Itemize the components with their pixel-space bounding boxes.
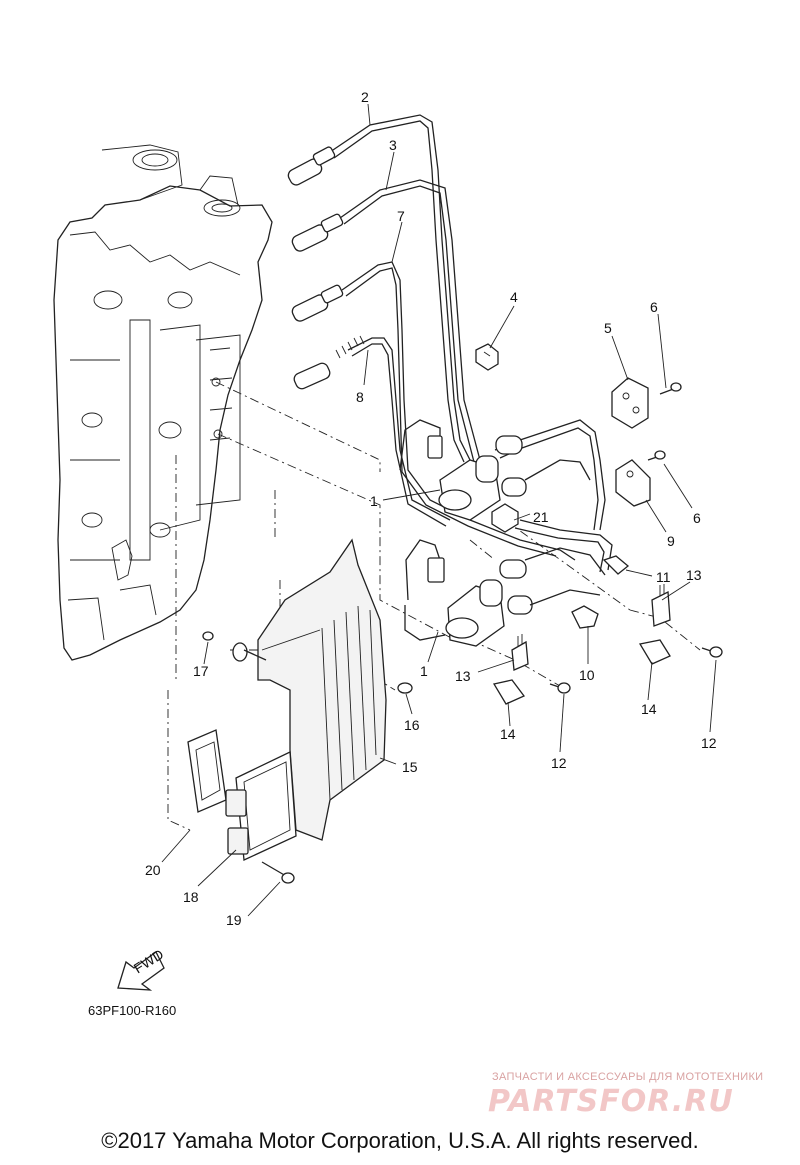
ecu-cover: [202, 538, 413, 841]
callout-14a: 14: [641, 701, 657, 717]
callout-14b: 14: [500, 726, 516, 742]
ignition-coils: [399, 419, 613, 647]
engine-block-drawing: [53, 144, 273, 661]
callout-5: 5: [604, 320, 612, 336]
callout-9: 9: [667, 533, 675, 549]
watermark-logo: PARTSFOR.RU: [488, 1084, 734, 1119]
callout-6a: 6: [650, 299, 658, 315]
callout-1a: 1: [370, 493, 378, 509]
fwd-arrow-icon: FWD: [117, 946, 166, 991]
callout-15: 15: [402, 759, 418, 775]
callout-11: 11: [656, 569, 671, 585]
small-parts: [475, 343, 723, 705]
callout-18: 18: [183, 889, 199, 905]
watermark-tagline: ЗАПЧАСТИ И АКСЕССУАРЫ ДЛЯ МОТОТЕХНИКИ: [492, 1071, 764, 1083]
high-tension-cords: [287, 114, 576, 561]
leader-lines: [161, 103, 717, 917]
callout-10: 10: [579, 667, 595, 683]
callout-16: 16: [404, 717, 420, 733]
callout-17: 17: [193, 663, 209, 679]
callout-1b: 1: [420, 663, 428, 679]
callout-7: 7: [397, 208, 405, 224]
callout-8: 8: [356, 389, 364, 405]
ecu-unit: [187, 729, 297, 884]
diagram-reference-code: 63PF100-R160: [88, 1003, 177, 1018]
callout-13a: 13: [686, 567, 702, 583]
callout-numbers: 1 1 2 3 4 5 6 6 7 8 9 10 11 12 12 13 13 …: [145, 89, 717, 928]
callout-21: 21: [533, 509, 549, 525]
callout-20: 20: [145, 862, 161, 878]
callout-12b: 12: [551, 755, 567, 771]
callout-2: 2: [361, 89, 369, 105]
callout-3: 3: [389, 137, 397, 153]
callout-13b: 13: [455, 668, 471, 684]
callout-4: 4: [510, 289, 518, 305]
copyright-notice: ©2017 Yamaha Motor Corporation, U.S.A. A…: [101, 1128, 699, 1153]
callout-12a: 12: [701, 735, 717, 751]
callout-19: 19: [226, 912, 242, 928]
callout-6b: 6: [693, 510, 701, 526]
